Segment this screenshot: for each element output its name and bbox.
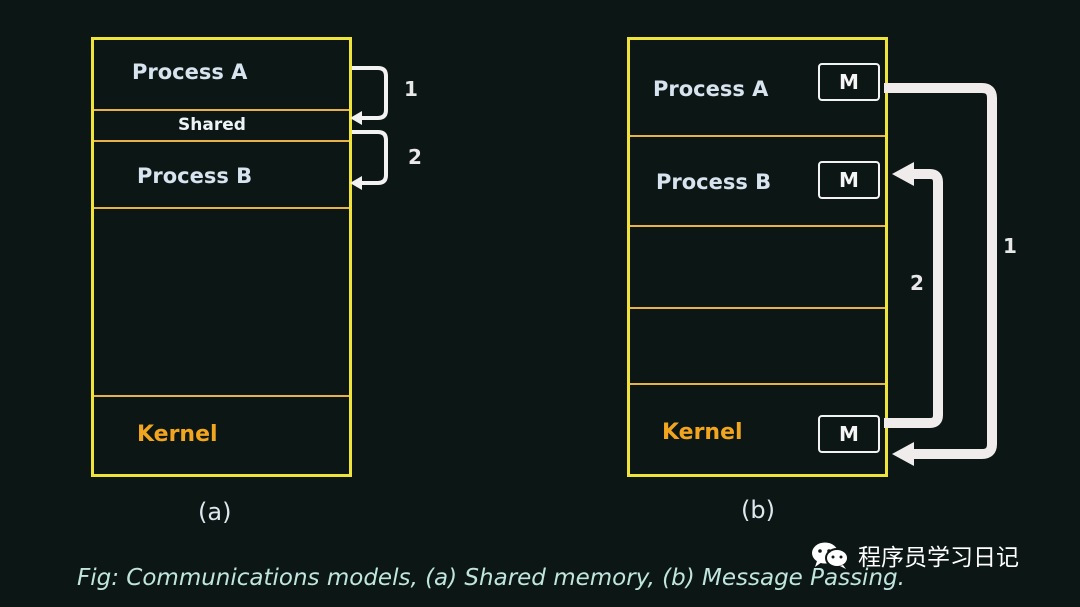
kernel-label-a: Kernel <box>137 422 218 447</box>
arrow-b-step1 <box>884 83 997 466</box>
step-1-label-b: 1 <box>1003 234 1017 258</box>
divider-b-1 <box>630 135 885 137</box>
sublabel-a: (a) <box>198 498 232 526</box>
divider-b-2 <box>630 225 885 227</box>
process-b-label-b: Process B <box>656 170 772 194</box>
shared-label: Shared <box>178 115 246 135</box>
memory-block-b <box>627 37 888 477</box>
wechat-icon <box>810 540 850 570</box>
kernel-label-b: Kernel <box>662 420 743 445</box>
divider-a-2 <box>94 140 349 142</box>
step-2-label-b: 2 <box>910 271 924 295</box>
memory-block-a <box>91 37 352 477</box>
process-a-label-b: Process A <box>653 77 769 101</box>
step-1-label-a: 1 <box>404 77 418 101</box>
watermark: 程序员学习日记 <box>810 538 1019 572</box>
arrow-a-step2 <box>350 130 388 190</box>
process-a-label-a: Process A <box>132 60 248 84</box>
divider-a-3 <box>94 207 349 209</box>
divider-b-4 <box>630 383 885 385</box>
sublabel-b: (b) <box>741 496 775 524</box>
watermark-text: 程序员学习日记 <box>858 545 1019 571</box>
arrow-a-step1 <box>350 66 388 125</box>
message-box-kernel: M <box>818 415 880 453</box>
message-box-process-b: M <box>818 161 880 199</box>
figure-caption: Fig: Communications models, (a) Shared m… <box>77 565 905 591</box>
message-box-process-a: M <box>818 63 880 101</box>
divider-a-1 <box>94 109 349 111</box>
divider-b-3 <box>630 307 885 309</box>
divider-a-4 <box>94 395 349 397</box>
process-b-label-a: Process B <box>137 164 253 188</box>
step-2-label-a: 2 <box>408 145 422 169</box>
